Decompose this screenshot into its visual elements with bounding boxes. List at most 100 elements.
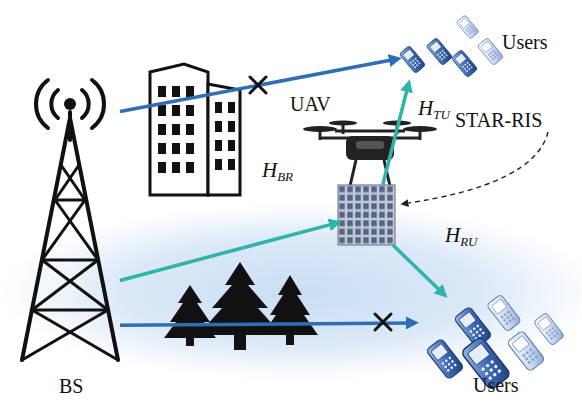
- user-group: Users: [415, 295, 555, 397]
- star-ris-panel: [338, 185, 395, 245]
- base-station-tower: [22, 112, 118, 360]
- building-icon: [150, 64, 208, 195]
- uav-drone: [403, 126, 437, 132]
- base-station-tower: [32, 309, 108, 312]
- building-icon: [186, 143, 194, 154]
- base-station-tower: [22, 80, 118, 360]
- user-phones: [399, 45, 426, 73]
- base-station-tower: [55, 165, 79, 200]
- leader-line: [402, 132, 548, 204]
- uav-node: UAVSTAR-RIS: [288, 92, 440, 250]
- channel-label: HTU: [418, 98, 450, 121]
- building-icon: [228, 159, 235, 170]
- building-icon: [228, 140, 235, 151]
- building-icon: [172, 124, 180, 135]
- base-station-tower: [42, 259, 98, 262]
- building-icon: [158, 86, 235, 173]
- channel-symbol: H: [262, 158, 277, 182]
- node-label: Users: [502, 32, 548, 52]
- signal-arrow: [120, 223, 338, 281]
- blockage-marks: [250, 77, 391, 330]
- building-icon: [186, 124, 194, 135]
- channel-symbol: H: [445, 223, 460, 247]
- building-icon: [215, 102, 222, 113]
- blockage-marks: [375, 314, 391, 330]
- signal-arrow: [120, 323, 415, 325]
- user-phones: [451, 49, 478, 77]
- signal-arrow: [393, 245, 445, 295]
- uav-drone: [303, 121, 437, 187]
- building-icon: [186, 105, 194, 116]
- user-phones: [507, 330, 546, 372]
- uav-drone: [350, 160, 356, 186]
- uav-drone: [303, 126, 337, 132]
- user-phones: [533, 312, 564, 346]
- base-station-tower: [55, 199, 85, 202]
- channel-label: HBR: [262, 160, 293, 183]
- tree-icons: [198, 262, 282, 350]
- user-phones: [456, 15, 479, 39]
- base-station-tower: [36, 80, 104, 128]
- base-station-tower: [32, 260, 98, 310]
- building-icon: [186, 86, 194, 97]
- tree-icons: [164, 285, 216, 346]
- building-icon: [186, 162, 194, 173]
- node-label: BS: [59, 376, 83, 396]
- building-icon: [158, 124, 166, 135]
- user-phones: [486, 294, 521, 332]
- base-station-tower: [92, 80, 104, 128]
- base-station-tower: [42, 260, 108, 310]
- building-icon: [158, 86, 166, 97]
- building-icon: [215, 140, 222, 151]
- channel-label: HRU: [445, 225, 478, 248]
- base-station-tower: [64, 98, 76, 110]
- node-label: Users: [473, 375, 519, 395]
- base-station-tower: [61, 165, 85, 200]
- base-station-tower: [70, 118, 118, 360]
- building-icon: [158, 143, 166, 154]
- channel-subscript: RU: [460, 234, 477, 249]
- blockage-marks: [250, 77, 266, 93]
- node-label: STAR-RIS: [455, 110, 542, 130]
- building-icon: [172, 162, 180, 173]
- building-icon: [228, 121, 235, 132]
- base-station: BS: [15, 70, 120, 400]
- building-icon: [215, 159, 222, 170]
- base-station-tower: [36, 80, 48, 128]
- blockage-marks: [375, 314, 391, 330]
- building-icon: [172, 143, 180, 154]
- building-icon: [172, 86, 180, 97]
- base-station-tower: [22, 165, 118, 360]
- building-icon: [228, 102, 235, 113]
- star-ris-panel: [338, 185, 395, 245]
- channel-subscript: TU: [433, 107, 450, 122]
- channel-symbol: H: [418, 96, 433, 120]
- base-station-tower: [22, 310, 108, 360]
- user-phones: [399, 15, 564, 391]
- user-phones: [477, 37, 504, 65]
- building-icon: [158, 162, 166, 173]
- signal-arrow: [383, 83, 409, 185]
- user-group: Users: [398, 15, 558, 83]
- uav-drone: [356, 141, 384, 149]
- user-phones: [426, 37, 453, 65]
- base-station-tower: [55, 200, 98, 260]
- tree-icons: [262, 275, 318, 345]
- building-icon: [208, 84, 240, 195]
- blockage-marks: [250, 77, 266, 93]
- channel-subscript: BR: [277, 169, 293, 184]
- uav-drone: [329, 121, 357, 126]
- building-icon: [172, 105, 180, 116]
- star-ris-node: STAR-RIS: [338, 185, 395, 245]
- base-station-tower: [51, 90, 58, 118]
- base-station-tower: [82, 90, 89, 118]
- tree-icons: [164, 262, 318, 350]
- uav-drone: [303, 121, 437, 161]
- building-icon: [150, 64, 240, 195]
- base-station-tower: [22, 118, 70, 360]
